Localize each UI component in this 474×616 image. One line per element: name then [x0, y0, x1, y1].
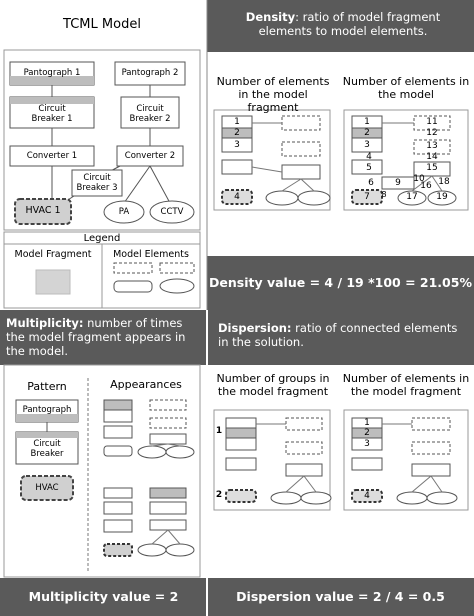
- model-number: 8: [381, 190, 387, 199]
- tcml-model-diagram: [3, 49, 201, 231]
- hvac1-label: HVAC 1: [25, 205, 61, 216]
- model-number: 3: [364, 140, 370, 150]
- fragment-number: 4: [234, 192, 240, 202]
- density-header-bg: [207, 0, 474, 52]
- multiplicity-header: Multiplicity: number of times the model …: [6, 316, 202, 358]
- fragment-number: 1: [234, 117, 240, 127]
- converter2-label: Converter 2: [124, 151, 176, 161]
- pattern-circuit-breaker-label: Circuit Breaker: [30, 439, 64, 459]
- dispersion-term: Dispersion:: [218, 321, 292, 335]
- density-fragment-diagram: [213, 109, 331, 211]
- group-number: 2: [215, 490, 223, 500]
- model-number: 7: [364, 192, 370, 202]
- multiplicity-value: Multiplicity value = 2: [28, 589, 179, 604]
- pattern-heading: Pattern: [27, 380, 67, 393]
- dispersion-col2-heading: Number of elements in the model fragment: [342, 372, 470, 398]
- dispersion-value: Dispersion value = 2 / 4 = 0.5: [236, 589, 445, 604]
- dispersion-fragment-number: 3: [364, 439, 370, 449]
- density-model-diagram: [343, 109, 469, 211]
- model-number: 12: [426, 128, 438, 138]
- converter1-label: Converter 1: [26, 151, 78, 161]
- circuit-breaker1-label: Circuit Breaker 1: [31, 104, 73, 124]
- tcml-title: TCML Model: [63, 17, 141, 32]
- group-number: 1: [215, 426, 223, 436]
- pantograph2-label: Pantograph 2: [121, 68, 179, 78]
- model-number: 18: [438, 177, 450, 187]
- model-number: 2: [364, 128, 370, 138]
- model-number: 16: [420, 181, 432, 191]
- mid-header-bg: [0, 310, 474, 365]
- legend-title: Legend: [83, 233, 121, 244]
- pantograph1-label: Pantograph 1: [23, 68, 81, 78]
- model-number: 19: [436, 192, 448, 202]
- multiplicity-pattern-diagram: [3, 364, 201, 578]
- model-number: 5: [366, 163, 372, 173]
- density-value: Density value = 4 / 19 *100 = 21.05%: [209, 275, 472, 290]
- legend-diagram: [3, 231, 201, 309]
- bottom-value-bg: [0, 578, 474, 616]
- model-number: 4: [366, 152, 372, 162]
- density-value-bg: [207, 256, 474, 310]
- circuit-breaker2-label: Circuit Breaker 2: [129, 104, 171, 124]
- dispersion-fragment-number: 4: [364, 491, 370, 501]
- model-number: 1: [364, 117, 370, 127]
- pattern-hvac-label: HVAC: [35, 483, 59, 493]
- model-number: 11: [426, 117, 438, 127]
- model-number: 17: [406, 192, 418, 202]
- dispersion-elements-diagram: [343, 409, 469, 511]
- density-definition: : ratio of model fragment elements to mo…: [258, 10, 441, 38]
- model-number: 14: [426, 152, 438, 162]
- multiplicity-term: Multiplicity:: [6, 316, 84, 330]
- model-number: 15: [426, 163, 438, 173]
- dispersion-header: Dispersion: ratio of connected elements …: [218, 321, 468, 349]
- appearances-heading: Appearances: [110, 378, 182, 391]
- model-number: 10: [413, 174, 425, 184]
- density-header: Density: ratio of model fragment element…: [218, 10, 468, 38]
- fragment-number: 3: [234, 140, 240, 150]
- dispersion-fragment-number: 2: [364, 428, 370, 438]
- model-number: 6: [368, 178, 374, 188]
- model-number: 9: [395, 178, 401, 188]
- legend-elements-label: Model Elements: [113, 249, 189, 260]
- pattern-pantograph-label: Pantograph: [22, 405, 72, 415]
- circuit-breaker3-label: Circuit Breaker 3: [76, 173, 118, 193]
- pa-label: PA: [118, 207, 130, 217]
- density-col2-heading: Number of elements in the model: [342, 75, 470, 101]
- dispersion-col1-heading: Number of groups in the model fragment: [216, 372, 330, 398]
- multiplicity-appearances-diagram: [103, 399, 195, 557]
- multiplicity-definition: number of times the model fragment appea…: [6, 316, 186, 358]
- dispersion-fragment-number: 1: [364, 418, 370, 428]
- density-col1-heading: Number of elements in the model fragment: [216, 75, 330, 114]
- density-term: Density: [245, 10, 296, 24]
- model-number: 13: [426, 141, 438, 151]
- legend-fragment-swatch: [35, 269, 71, 295]
- dispersion-groups-diagram: [213, 409, 332, 511]
- fragment-number: 2: [234, 128, 240, 138]
- dispersion-definition: ratio of connected elements in the solut…: [218, 321, 458, 349]
- cctv-label: CCTV: [160, 207, 184, 217]
- legend-fragment-label: Model Fragment: [14, 249, 92, 260]
